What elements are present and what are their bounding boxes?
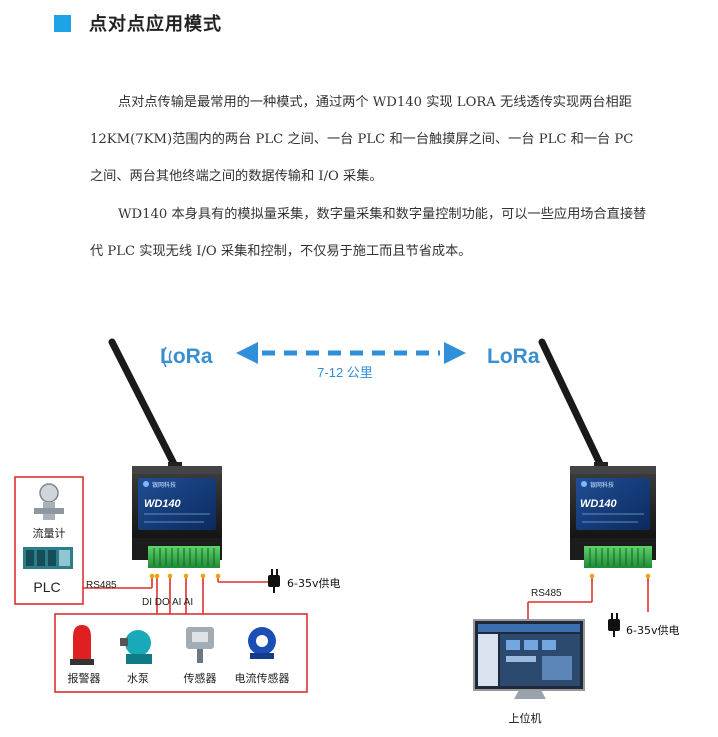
lora-right-label: LoRa bbox=[487, 345, 540, 368]
power-right-label: 6-35v供电 bbox=[626, 623, 679, 637]
paragraph-2: WD140 本身具有的模拟量采集，数字量采集和数字量控制功能，可以一些应用场合直… bbox=[90, 207, 647, 259]
water-pump-icon bbox=[120, 630, 152, 664]
flowmeter-icon bbox=[34, 483, 64, 520]
pc-label: 上位机 bbox=[509, 711, 542, 725]
plc-label: PLC bbox=[33, 579, 60, 595]
pc-monitor-icon bbox=[473, 619, 585, 699]
alarm-label: 报警器 bbox=[68, 671, 101, 685]
paragraph-1: 点对点传输是最常用的一种模式，通过两个 WD140 实现 LORA 无线透传实现… bbox=[90, 95, 634, 184]
device-model-right: WD140 bbox=[580, 498, 618, 510]
sensor-label: 传感器 bbox=[184, 672, 217, 685]
distance-arrow bbox=[236, 342, 466, 364]
sensor-icon bbox=[186, 627, 214, 663]
field-device-box bbox=[14, 476, 84, 605]
pump-label: 水泵 bbox=[127, 672, 149, 685]
current-sensor-label: 电流传感器 bbox=[235, 671, 290, 685]
io-device-box bbox=[54, 613, 308, 693]
antenna-right bbox=[538, 338, 606, 472]
alarm-icon bbox=[70, 625, 94, 665]
power-left-label: 6-35v供电 bbox=[287, 576, 340, 590]
lora-left-label: LoRa bbox=[160, 345, 213, 368]
current-sensor-icon bbox=[248, 627, 276, 659]
power-plug-icon-left bbox=[268, 569, 280, 593]
device-brand-left: 银网科技 bbox=[152, 481, 176, 489]
io-label: DI DO AI AI bbox=[142, 597, 193, 608]
distance-label: 7-12 公里 bbox=[317, 365, 373, 380]
terminal-block-right bbox=[584, 546, 652, 568]
plc-icon bbox=[23, 547, 73, 569]
antenna-left bbox=[108, 338, 180, 472]
lora-logo-left: LoRa bbox=[160, 345, 213, 368]
device-brand-right: 银网科技 bbox=[590, 481, 614, 489]
device-model-left: WD140 bbox=[144, 498, 182, 510]
wd140-device-left: 银网科技 WD140 bbox=[108, 338, 222, 568]
wd140-device-right: 银网科技 WD140 bbox=[538, 338, 656, 568]
rs485-left-label: RS485 bbox=[86, 580, 117, 591]
power-plug-icon-right bbox=[608, 613, 620, 637]
section-title: 点对点应用模式 bbox=[89, 14, 222, 35]
section-heading: 点对点应用模式 bbox=[54, 12, 222, 35]
flowmeter-label: 流量计 bbox=[33, 526, 66, 540]
rs485-right-label: RS485 bbox=[531, 588, 562, 599]
lora-logo-right: LoRa bbox=[487, 345, 540, 368]
topology-diagram: LoRa LoRa 7-12 公里 银网科技 WD140 bbox=[14, 338, 679, 725]
heading-square-icon bbox=[54, 14, 71, 32]
